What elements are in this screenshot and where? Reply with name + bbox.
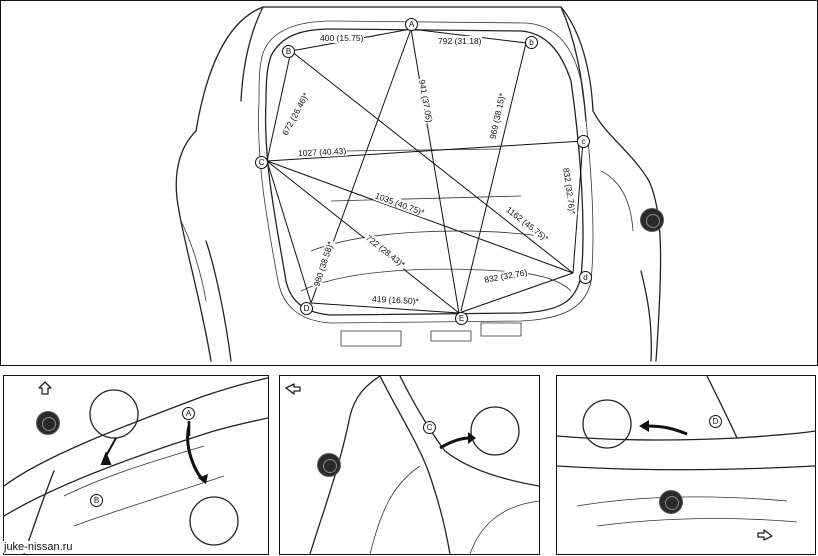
- detail-c-drawing: [285, 376, 539, 554]
- detail-d-drawing: [557, 376, 815, 541]
- point-a-detail-marker: A: [182, 407, 195, 420]
- point-c-detail-marker: C: [423, 421, 436, 434]
- point-b-detail-marker: B: [90, 494, 103, 507]
- point-b-right-marker: b: [525, 36, 538, 49]
- detail-panel-a: A B: [3, 375, 269, 555]
- seal-icon: [37, 412, 59, 434]
- watermark-text: juke-nissan.ru: [2, 541, 75, 553]
- point-b-marker: B: [282, 45, 295, 58]
- point-a-marker: A: [405, 18, 418, 31]
- measurement-label: 400 (15.75): [319, 33, 365, 43]
- main-diagram-panel: 400 (15.75) 792 (31.18) 672 (26.46)* 941…: [0, 0, 818, 366]
- point-d-marker: D: [300, 302, 313, 315]
- seal-icon: [641, 209, 663, 231]
- point-e-marker: E: [455, 312, 468, 325]
- point-c-right-marker: c: [577, 135, 590, 148]
- point-d-right-marker: d: [579, 271, 592, 284]
- point-d-detail-marker: D: [709, 415, 722, 428]
- rear-body-outline: [175, 6, 662, 362]
- detail-a-drawing: [4, 377, 268, 554]
- measurement-label: 792 (31.18): [437, 36, 483, 46]
- point-c-marker: C: [255, 156, 268, 169]
- seal-icon: [318, 454, 340, 476]
- detail-panel-d: D: [556, 375, 816, 555]
- detail-panel-c: C: [279, 375, 540, 555]
- seal-icon: [660, 491, 682, 513]
